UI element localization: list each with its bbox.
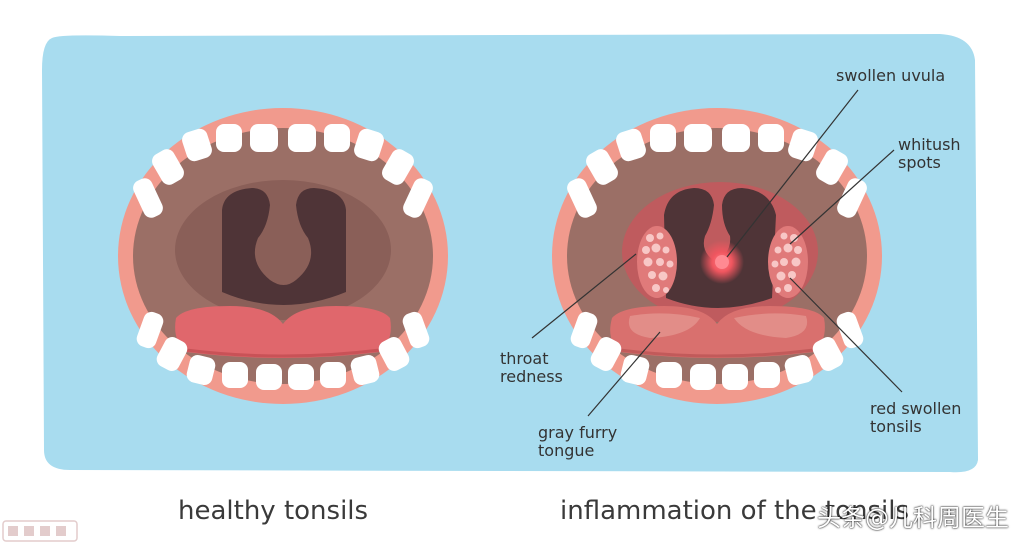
inflamed-lower-teeth — [570, 311, 864, 390]
label-gray-furry-tongue: gray furry tongue — [538, 423, 618, 460]
healthy-throat — [222, 188, 346, 305]
leader-whitish-spots — [789, 149, 895, 245]
caption-inflamed-tonsils: inflammation of the tonsils — [560, 496, 910, 526]
right-tonsil — [768, 226, 808, 298]
healthy-upper-teeth — [133, 124, 433, 218]
label-throat-redness: throat redness — [500, 349, 563, 386]
caption-healthy-tonsils: healthy tonsils — [178, 496, 369, 526]
healthy-lower-teeth — [136, 311, 430, 390]
leader-gray-furry-tongue — [587, 331, 661, 417]
label-swollen-uvula: swollen uvula — [836, 66, 946, 85]
watermark: 头条@儿科周医生 — [817, 504, 1009, 532]
inflamed-throat — [664, 188, 776, 308]
label-red-swollen-tonsils: red swollen tonsils — [870, 399, 962, 436]
corner-stamp — [2, 520, 78, 542]
leader-throat-redness — [531, 253, 637, 339]
label-whitish-spots: whitush spots — [898, 135, 961, 172]
left-tonsil — [637, 226, 677, 298]
healthy-tongue — [175, 306, 391, 358]
healthy-mouth — [118, 108, 448, 404]
inflamed-upper-teeth — [567, 124, 867, 218]
leader-red-swollen-tonsils — [789, 277, 903, 393]
inflamed-mouth — [552, 108, 882, 404]
leader-swollen-uvula — [726, 89, 859, 258]
